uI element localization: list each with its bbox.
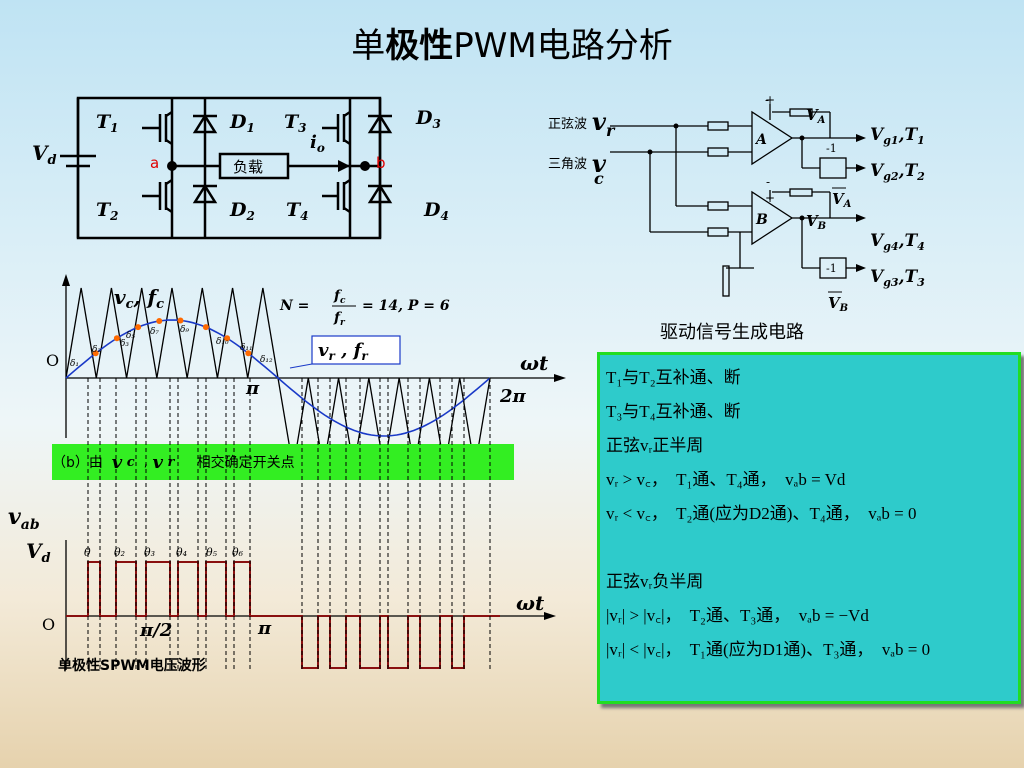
svg-text:D1: D1: [229, 111, 255, 135]
analysis-line: vᵣ > v꜀， T₁通、T₄通， vₐb = Vd: [606, 470, 846, 489]
analysis-line: |vᵣ| < |v꜀|， T₁通(应为D1通)、T₃通， vₐb = 0: [606, 640, 931, 659]
intersection-point: [224, 335, 231, 342]
svg-text:T1: T1: [96, 111, 119, 135]
output-voltage-plot: vab Vd O ωt π/2 π θ θ₂ θ₃ θ₄ θ₅ θ₆: [8, 504, 556, 670]
node-b-dot: [360, 161, 370, 171]
svg-text:fr: fr: [333, 310, 346, 328]
svg-text:Vg3,T3: Vg3,T3: [870, 267, 925, 289]
n-p-formula: N = fc fr = 14, P = 6: [279, 288, 450, 328]
intersection-point: [135, 324, 142, 331]
theta-label: θ₃: [144, 546, 155, 559]
svg-text:Vd: Vd: [32, 141, 57, 168]
output-wt-label: ωt: [516, 591, 545, 615]
delta-label: δ₁₁: [240, 343, 253, 353]
svg-text:io: io: [310, 132, 325, 155]
svg-text:VB: VB: [828, 294, 848, 314]
intersection-point: [245, 350, 252, 357]
carrier-wt-label: ωt: [520, 351, 549, 375]
page-title: 单极性PWM电路分析: [351, 26, 673, 66]
output-pi-label: π: [257, 618, 272, 639]
svg-text:-: -: [765, 93, 769, 107]
half-pi-label: π/2: [139, 620, 172, 641]
theta-label: θ: [84, 546, 91, 559]
delta-label: δ₁₀: [216, 337, 229, 347]
delta-label: δ₁: [70, 359, 79, 369]
carrier-two-pi-label: 2π: [499, 386, 527, 407]
analysis-line: 正弦vᵣ负半周: [606, 572, 704, 591]
svg-text:Vg2,T2: Vg2,T2: [870, 161, 925, 183]
pwm-output-wave: [66, 561, 500, 669]
svg-text:vr: vr: [592, 107, 616, 140]
svg-text:正弦波: 正弦波: [548, 116, 587, 132]
carrier-origin-label: O: [46, 351, 59, 370]
analysis-panel: T₁与T₂互补通、断 T₃与T₄互补通、断 正弦vᵣ正半周 vᵣ > v꜀， T…: [597, 352, 1021, 704]
delta-label: δ₁₂: [260, 355, 273, 365]
intersection-point: [156, 318, 163, 325]
svg-text:fc: fc: [333, 288, 346, 306]
output-wave-caption: 单极性SPWM电压波形: [58, 658, 206, 674]
analysis-line: |vᵣ| > |v꜀|， T₂通、T₃通， vₐb = −Vd: [606, 606, 869, 625]
svg-text:= 14, P = 6: = 14, P = 6: [362, 298, 450, 314]
svg-text:b: b: [376, 154, 386, 172]
svg-text:N =: N =: [279, 298, 309, 314]
svg-text:+: +: [765, 191, 775, 205]
svg-text:VA: VA: [832, 190, 852, 210]
svg-text:+: +: [765, 93, 775, 107]
svg-text:D4: D4: [423, 199, 449, 223]
svg-text:a: a: [150, 154, 159, 172]
svg-text:A: A: [754, 132, 767, 148]
bridge-outline: [76, 96, 382, 240]
svg-text:T2: T2: [96, 199, 119, 223]
delta-label: δ₃: [120, 339, 129, 349]
svg-text:VB: VB: [806, 212, 826, 232]
delta-label: δ₉: [180, 325, 189, 335]
theta-label: θ₅: [206, 546, 218, 559]
analysis-line: T₃与T₄互补通、断: [606, 402, 741, 421]
svg-text:-1: -1: [826, 262, 837, 275]
svg-text:B: B: [755, 212, 768, 228]
switching-point-label: （b）由 v c , v r 相交确定开关点: [52, 444, 514, 480]
svg-text:Vg4,T4: Vg4,T4: [870, 231, 925, 253]
theta-label: θ₄: [176, 546, 187, 559]
vr-fr-label-box: [311, 335, 401, 365]
carrier-pi-label: π: [245, 378, 260, 399]
svg-text:Vg1,T1: Vg1,T1: [870, 125, 925, 147]
theta-label: θ₂: [114, 546, 125, 559]
intersection-point: [113, 335, 120, 342]
svg-text:T3: T3: [284, 111, 307, 135]
drive-circuit-caption: 驱动信号生成电路: [660, 322, 804, 343]
svg-text:T4: T4: [286, 199, 309, 223]
svg-text:-1: -1: [826, 142, 837, 155]
analysis-line: 正弦vᵣ正半周: [606, 436, 704, 455]
analysis-line: T₁与T₂互补通、断: [606, 368, 741, 387]
delta-label: δ₇: [150, 327, 159, 337]
vr-fr-label: vr , fr: [318, 340, 369, 363]
intersection-point: [202, 324, 209, 331]
intersection-point: [177, 317, 184, 324]
vab-label: vab: [8, 504, 40, 533]
intersection-point: [92, 350, 99, 357]
load-box: [218, 152, 290, 180]
theta-label: θ₆: [232, 546, 244, 559]
h-bridge-circuit: Vd T1 T2 T3 T4 D1 D2 D3 D4 负载 a b io: [32, 96, 449, 240]
vc-fc-label: vc, fc: [114, 285, 164, 312]
svg-text:负载: 负载: [233, 158, 263, 176]
output-origin-label: O: [42, 615, 55, 634]
delta-label: δ₅: [126, 331, 135, 341]
delta-label: δ₂: [92, 345, 101, 355]
svg-text:vc: vc: [592, 149, 607, 188]
svg-text:D3: D3: [415, 107, 441, 131]
node-a-dot: [167, 161, 177, 171]
svg-text:D2: D2: [229, 199, 255, 223]
svg-text:-: -: [766, 175, 770, 189]
analysis-line: vᵣ < v꜀， T₂通(应为D2通)、T₄通， vₐb = 0: [606, 504, 917, 523]
svg-text:三角波: 三角波: [548, 157, 587, 172]
svg-text:VA: VA: [806, 106, 826, 126]
vd-label: Vd: [26, 539, 51, 566]
